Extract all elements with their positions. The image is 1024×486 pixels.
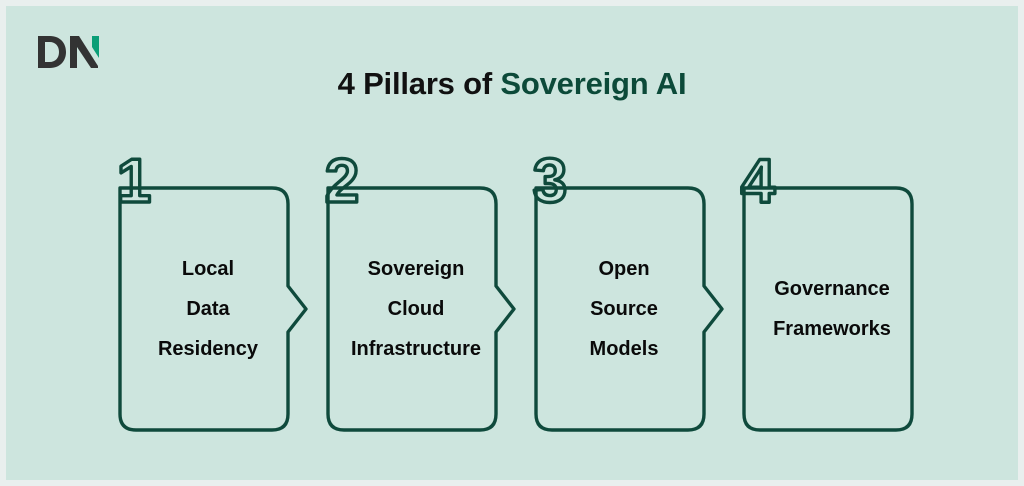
pillar-number-1: 1 xyxy=(106,145,162,217)
pillar-card-1[interactable]: 1 Local Data Residency xyxy=(102,145,314,456)
pillar-number-2-glyph: 2 xyxy=(325,147,359,216)
pillar-number-2: 2 xyxy=(314,145,370,217)
pillar-card-4[interactable]: 4 Governance Frameworks xyxy=(726,145,938,456)
pillar-card-3[interactable]: 3 Open Source Models xyxy=(518,145,730,456)
logo-letter-d-icon xyxy=(38,36,66,68)
logo-letter-n-icon xyxy=(70,36,99,68)
page-title: 4 Pillars of Sovereign AI xyxy=(6,66,1018,102)
pillar-number-3: 3 xyxy=(522,145,578,217)
pillar-card-4-outline xyxy=(742,186,914,432)
pillar-number-4: 4 xyxy=(730,145,786,217)
page-title-accent: Sovereign AI xyxy=(500,66,687,101)
infographic-panel: 4 Pillars of Sovereign AI 1 Local Data R… xyxy=(6,6,1018,480)
pillar-card-2-outline xyxy=(326,186,516,432)
pillar-card-2[interactable]: 2 Sovereign Cloud Infrastructure xyxy=(310,145,522,456)
brand-logo[interactable] xyxy=(36,32,116,72)
pillar-number-4-glyph: 4 xyxy=(741,147,776,216)
pillars-row: 1 Local Data Residency 2 xyxy=(6,145,1018,466)
pillar-card-1-outline xyxy=(118,186,308,432)
pillar-card-3-outline xyxy=(534,186,724,432)
pillar-number-3-glyph: 3 xyxy=(533,147,567,216)
pillar-number-1-glyph: 1 xyxy=(117,147,151,216)
page-title-lead: 4 Pillars of xyxy=(337,66,493,101)
